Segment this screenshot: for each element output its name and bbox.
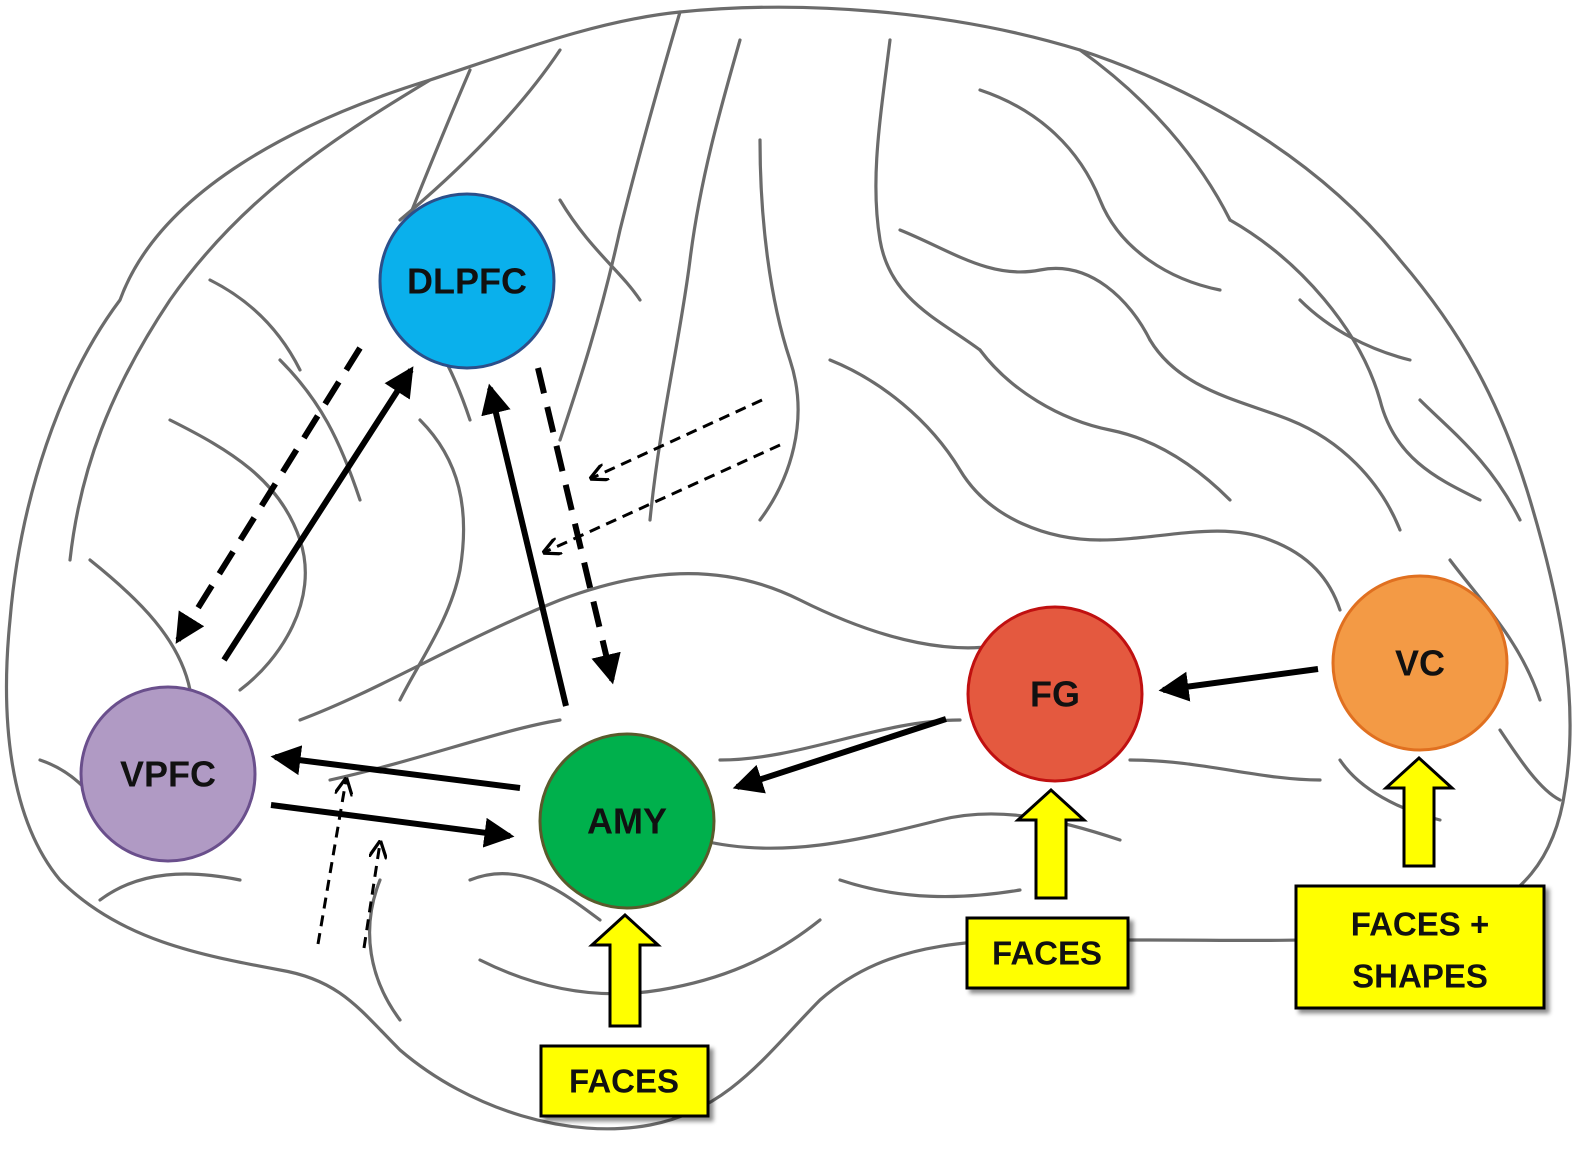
node-vc-label: VC [1395, 643, 1445, 684]
node-amy-label: AMY [587, 801, 667, 842]
modulatory-arrow-dlpfc-amy-2 [545, 443, 781, 552]
arrow-vpfc-to-dlpfc [221, 366, 414, 662]
input-box-fg-label: FACES [992, 935, 1102, 972]
node-dlpfc-circle [378, 192, 556, 370]
node-dlpfc-label: DLPFC [407, 261, 527, 302]
input-arrow-amy [588, 912, 662, 1028]
input-box-vc-label-line2: SHAPES [1352, 958, 1488, 995]
arrow-amy-to-dlpfc [481, 383, 569, 707]
arrow-vpfc-to-amy [270, 802, 515, 848]
arrow-dlpfc-to-vpfc [175, 346, 363, 644]
modulatory-arrow-vpfc-amy-1 [316, 780, 346, 945]
node-amy-circle [538, 732, 716, 910]
input-arrows [588, 755, 1456, 1028]
node-vpfc: VPFC [79, 685, 257, 863]
input-box-amy: FACES [539, 1044, 710, 1118]
node-vpfc-circle [79, 685, 257, 863]
modulatory-arrow-dlpfc-amy-1 [592, 398, 763, 478]
input-box-vc: FACES + SHAPES [1294, 884, 1546, 1010]
input-box-fg: FACES [965, 916, 1130, 990]
arrow-dlpfc-to-amy [535, 367, 621, 685]
node-fg: FG [966, 605, 1144, 783]
node-fg-circle [966, 605, 1144, 783]
arrow-amy-to-vpfc [270, 745, 521, 791]
node-vc-circle [1331, 574, 1509, 752]
input-box-vc-label-line1: FACES + [1351, 906, 1489, 943]
node-dlpfc: DLPFC [378, 192, 556, 370]
input-arrow-vc [1382, 755, 1456, 868]
node-amy: AMY [538, 732, 716, 910]
input-box-amy-label: FACES [569, 1063, 679, 1100]
input-arrow-fg [1014, 787, 1088, 900]
arrow-vc-to-fg [1158, 666, 1319, 702]
node-vc: VC [1331, 574, 1509, 752]
connections [175, 346, 1319, 949]
modulatory-arrow-vpfc-amy-2 [362, 843, 380, 949]
node-vpfc-label: VPFC [120, 754, 216, 795]
arrow-fg-to-amy [732, 716, 947, 794]
node-fg-label: FG [1030, 674, 1080, 715]
